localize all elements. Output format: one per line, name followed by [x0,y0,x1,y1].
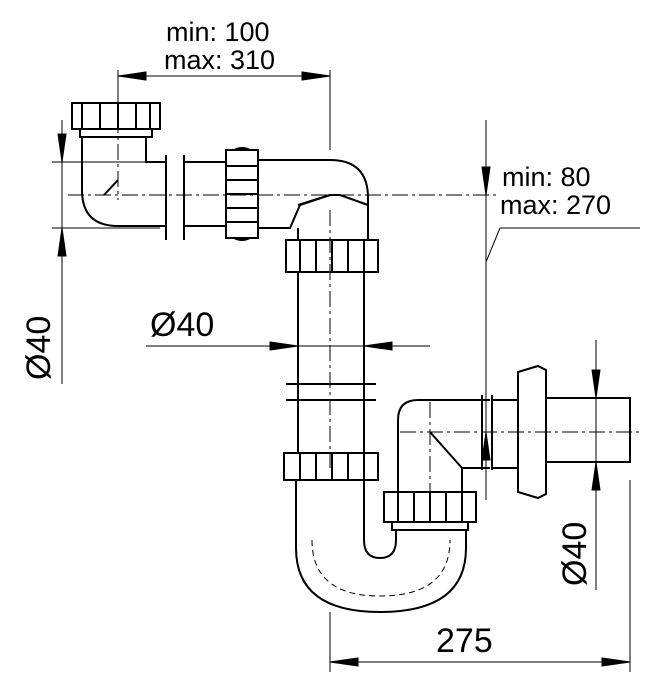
outlet-height-min-label: min: 80 [502,162,591,192]
tube-diameter-label: Ø40 [150,306,215,344]
overall-width-label: 275 [436,622,493,660]
inlet-elbow [81,137,226,240]
inlet-diameter-label: Ø40 [20,315,58,380]
outlet-height-max-label: max: 270 [500,190,612,220]
trap-right-nut [383,491,477,531]
inlet-nut [71,102,161,138]
outlet-diameter-label: Ø40 [556,521,594,586]
upper-elbow [258,159,369,240]
inlet-length-min-label: min: 100 [166,17,270,47]
outlet-elbow [397,395,518,492]
inlet-length-max-label: max: 310 [164,45,276,75]
vertical-tube-top-nut [285,239,379,273]
dim-outlet-diameter [546,340,610,590]
dim-overall-width [329,480,631,672]
coupling-nut [225,147,259,241]
trap-u-bend [295,480,467,614]
dim-tube-diameter [146,341,430,351]
dim-outlet-height [481,120,640,500]
vertical-tube-bottom-nut [283,452,379,481]
vertical-tube [286,272,376,455]
dim-inlet-length [117,70,331,150]
centre-lines [68,90,640,500]
dim-inlet-diameter [52,120,160,384]
